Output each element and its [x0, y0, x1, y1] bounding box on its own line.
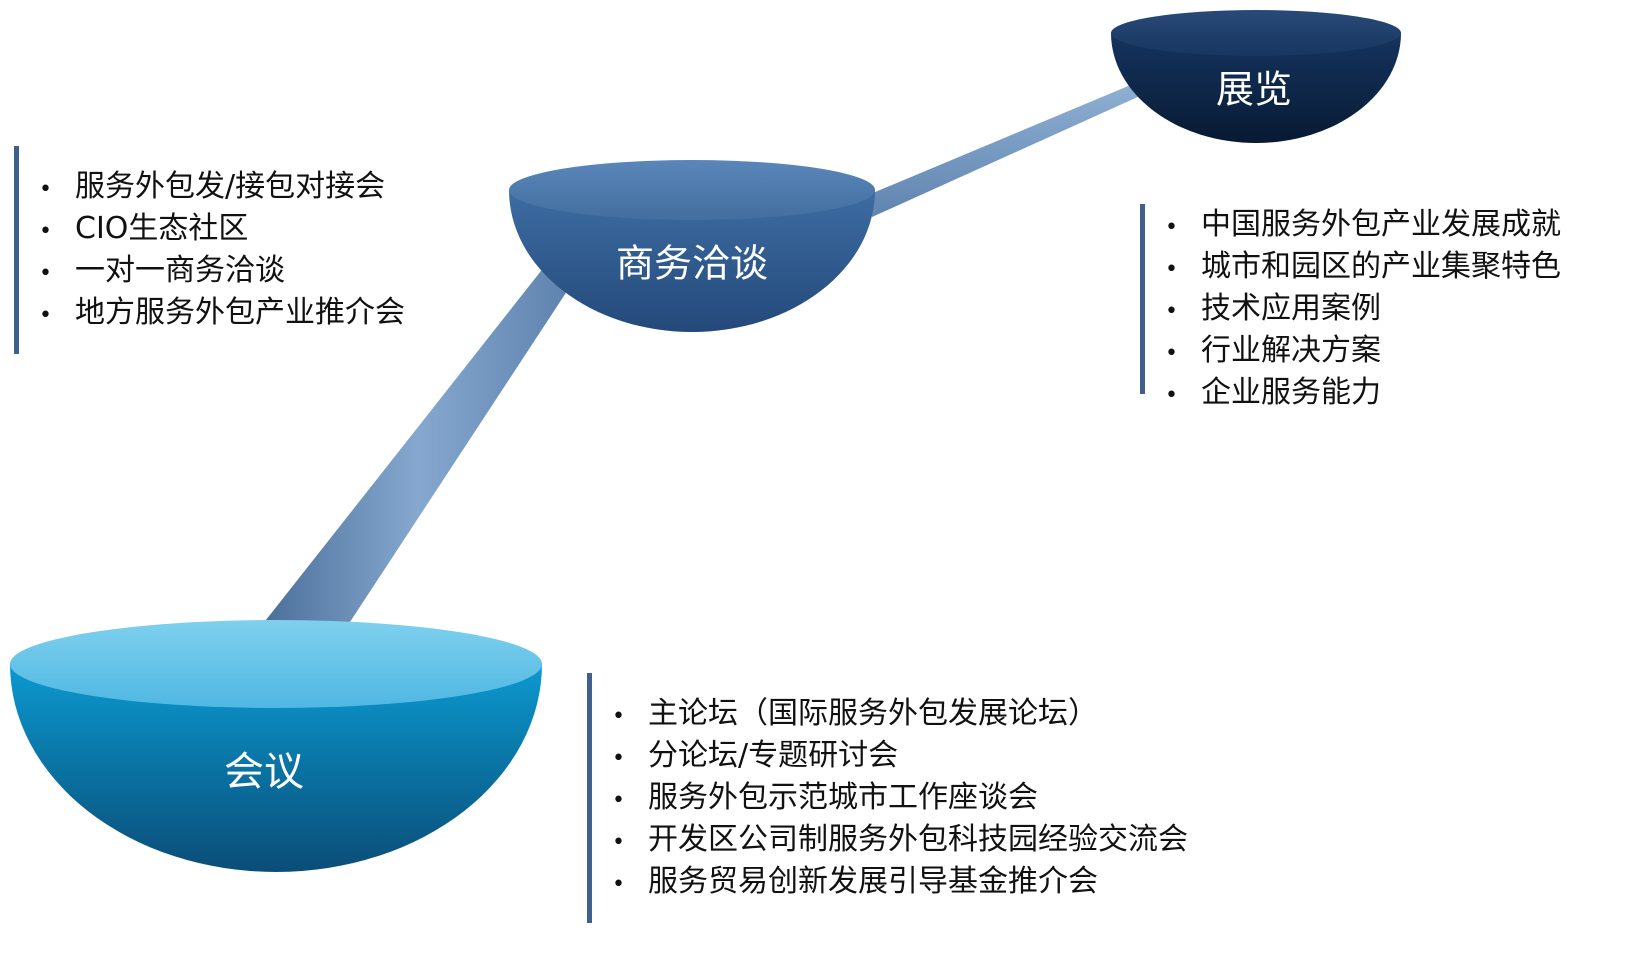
list-item-text: 技术应用案例 — [1201, 291, 1381, 326]
bullet-icon: • — [1165, 383, 1178, 408]
list-item: • 一对一商务洽谈 — [39, 250, 405, 292]
list-item: • 中国服务外包产业发展成就 — [1165, 204, 1561, 246]
list-item: • 分论坛/专题研讨会 — [612, 735, 1188, 777]
connector-conference-negotiation — [262, 262, 573, 625]
list-item: • 行业解决方案 — [1165, 330, 1561, 372]
list-item: • 企业服务能力 — [1165, 372, 1561, 414]
bullet-icon: • — [39, 261, 52, 286]
list-item: • 开发区公司制服务外包科技园经验交流会 — [612, 819, 1188, 861]
bullet-icon: • — [39, 177, 52, 202]
bullet-icon: • — [1165, 257, 1178, 282]
list-item-text: 企业服务能力 — [1201, 375, 1381, 410]
bullet-icon: • — [39, 219, 52, 244]
exhibition-list: • 中国服务外包产业发展成就 • 城市和园区的产业集聚特色 • 技术应用案例 • 行业解… — [1140, 204, 1561, 410]
list-item-text: 一对一商务洽谈 — [75, 253, 285, 288]
bullet-icon: • — [1165, 215, 1178, 240]
bowl-exhibition: 展览 — [1111, 10, 1401, 143]
list-item-text: 分论坛/专题研讨会 — [648, 738, 899, 773]
list-item: • 服务外包发/接包对接会 — [39, 166, 405, 208]
list-item-text: 开发区公司制服务外包科技园经验交流会 — [648, 822, 1188, 857]
list-item-text: 服务外包示范城市工作座谈会 — [648, 780, 1038, 815]
bullet-icon: • — [39, 303, 52, 328]
list-item-text: 服务贸易创新发展引导基金推介会 — [648, 864, 1098, 899]
negotiation-list: • 服务外包发/接包对接会 • CIO生态社区 • 一对一商务洽谈 • 地方服务外包产业… — [14, 146, 405, 354]
list-item-text: 地方服务外包产业推介会 — [75, 295, 405, 330]
list-item-text: 服务外包发/接包对接会 — [75, 169, 386, 204]
bullet-icon: • — [1165, 299, 1178, 324]
bullet-icon: • — [612, 830, 625, 855]
bullet-icon: • — [612, 788, 625, 813]
bowl-conference-label: 会议 — [224, 749, 304, 795]
bullet-icon: • — [612, 746, 625, 771]
bowl-negotiation: 商务洽谈 — [509, 160, 875, 332]
bowl-exhibition-label: 展览 — [1216, 68, 1292, 112]
list-item: • 服务贸易创新发展引导基金推介会 — [612, 861, 1188, 903]
bullet-icon: • — [1165, 341, 1178, 366]
list-item-text: 城市和园区的产业集聚特色 — [1201, 249, 1561, 284]
list-item-text: 主论坛（国际服务外包发展论坛） — [648, 696, 1098, 731]
list-item-text: CIO生态社区 — [75, 211, 249, 246]
bullet-icon: • — [612, 872, 625, 897]
list-item: • 主论坛（国际服务外包发展论坛） — [612, 693, 1188, 735]
list-item: • 服务外包示范城市工作座谈会 — [612, 777, 1188, 819]
list-item-text: 行业解决方案 — [1201, 333, 1381, 368]
bowl-conference: 会议 — [10, 620, 542, 872]
bowl-negotiation-label: 商务洽谈 — [616, 242, 768, 286]
connector-negotiation-exhibition — [868, 84, 1140, 217]
list-item: • 城市和园区的产业集聚特色 — [1165, 246, 1561, 288]
list-item: • 地方服务外包产业推介会 — [39, 292, 405, 334]
list-item: • CIO生态社区 — [39, 208, 405, 250]
list-item: • 技术应用案例 — [1165, 288, 1561, 330]
bullet-icon: • — [612, 704, 625, 729]
list-item-text: 中国服务外包产业发展成就 — [1201, 207, 1561, 242]
conference-list: • 主论坛（国际服务外包发展论坛） • 分论坛/专题研讨会 • 服务外包示范城市工作座… — [587, 673, 1188, 923]
